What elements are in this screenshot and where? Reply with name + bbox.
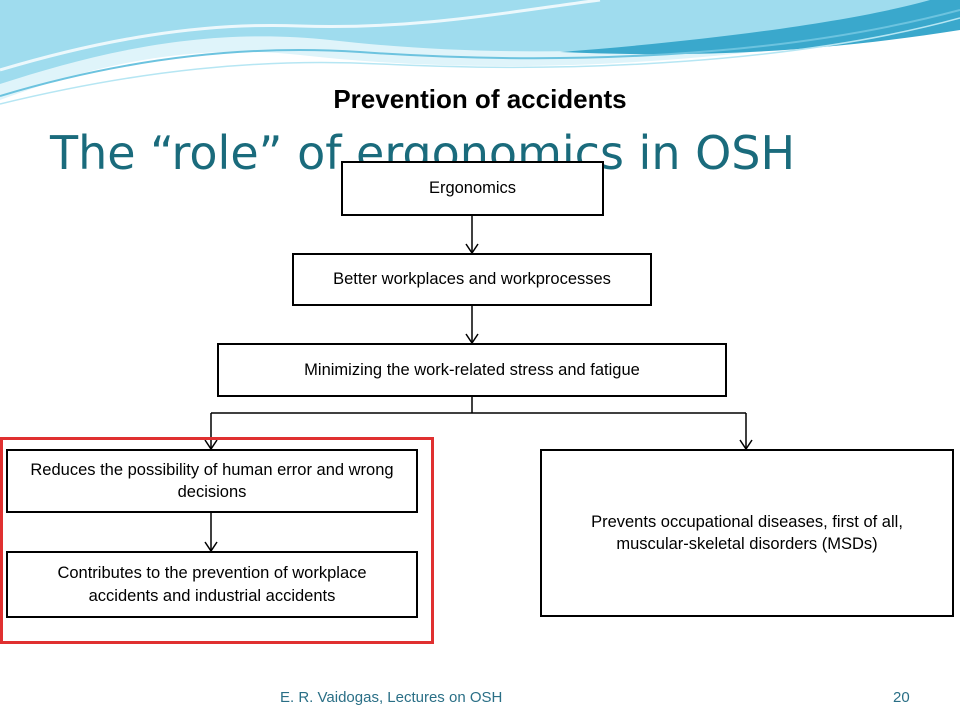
footer-credit: E. R. Vaidogas, Lectures on OSH	[280, 689, 503, 706]
node-better-workplaces: Better workplaces and workprocesses	[292, 253, 652, 306]
node-ergonomics: Ergonomics	[341, 161, 604, 216]
highlight-frame	[0, 437, 434, 644]
node-minimizing-stress: Minimizing the work-related stress and f…	[217, 343, 727, 397]
node-prevents-diseases: Prevents occupational diseases, first of…	[540, 449, 954, 617]
node-contributes-prevention: Contributes to the prevention of workpla…	[6, 551, 418, 618]
header-wave-decoration	[0, 0, 960, 105]
node-reduces-error: Reduces the possibility of human error a…	[6, 449, 418, 513]
slide-subtitle: Prevention of accidents	[333, 84, 627, 114]
page-number: 20	[893, 689, 910, 706]
